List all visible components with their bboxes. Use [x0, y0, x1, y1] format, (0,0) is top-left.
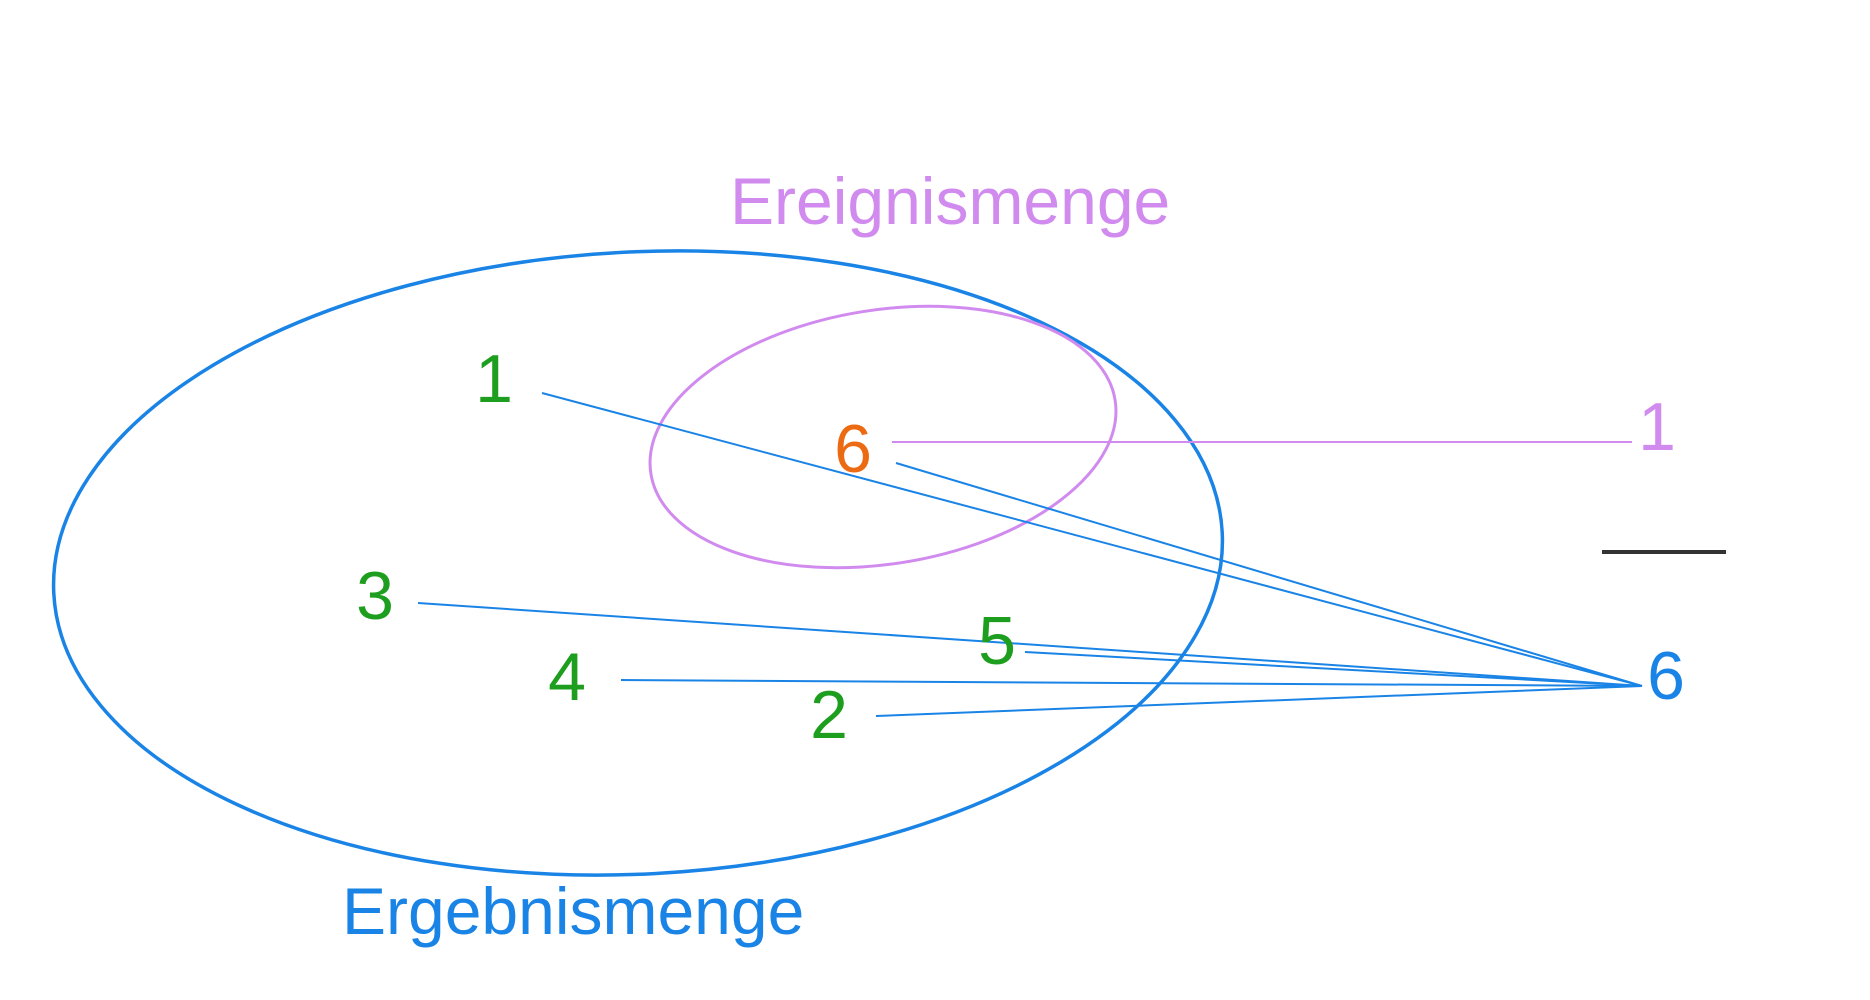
- element-1: 1: [475, 341, 513, 417]
- connector-line-6: [895, 462, 1643, 687]
- connector-line-2: [875, 685, 1643, 717]
- event-set-label: Ereignismenge: [730, 164, 1170, 238]
- connector-line-5: [1024, 651, 1643, 687]
- element-3: 3: [356, 558, 394, 634]
- connector-line-3: [417, 602, 1643, 687]
- denominator-connector-lines: [417, 392, 1643, 717]
- fraction-numerator: 1: [1638, 389, 1676, 465]
- element-5: 5: [978, 603, 1016, 679]
- connector-line-1: [541, 392, 1643, 687]
- element-2: 2: [810, 677, 848, 753]
- event-set-ellipse: [648, 304, 1118, 570]
- connector-line-4: [620, 679, 1643, 687]
- element-4: 4: [548, 639, 586, 715]
- result-set-label: Ergebnismenge: [342, 874, 804, 948]
- fraction-denominator: 6: [1647, 638, 1685, 714]
- result-set-ellipse: [51, 249, 1225, 877]
- element-6-event: 6: [834, 411, 872, 487]
